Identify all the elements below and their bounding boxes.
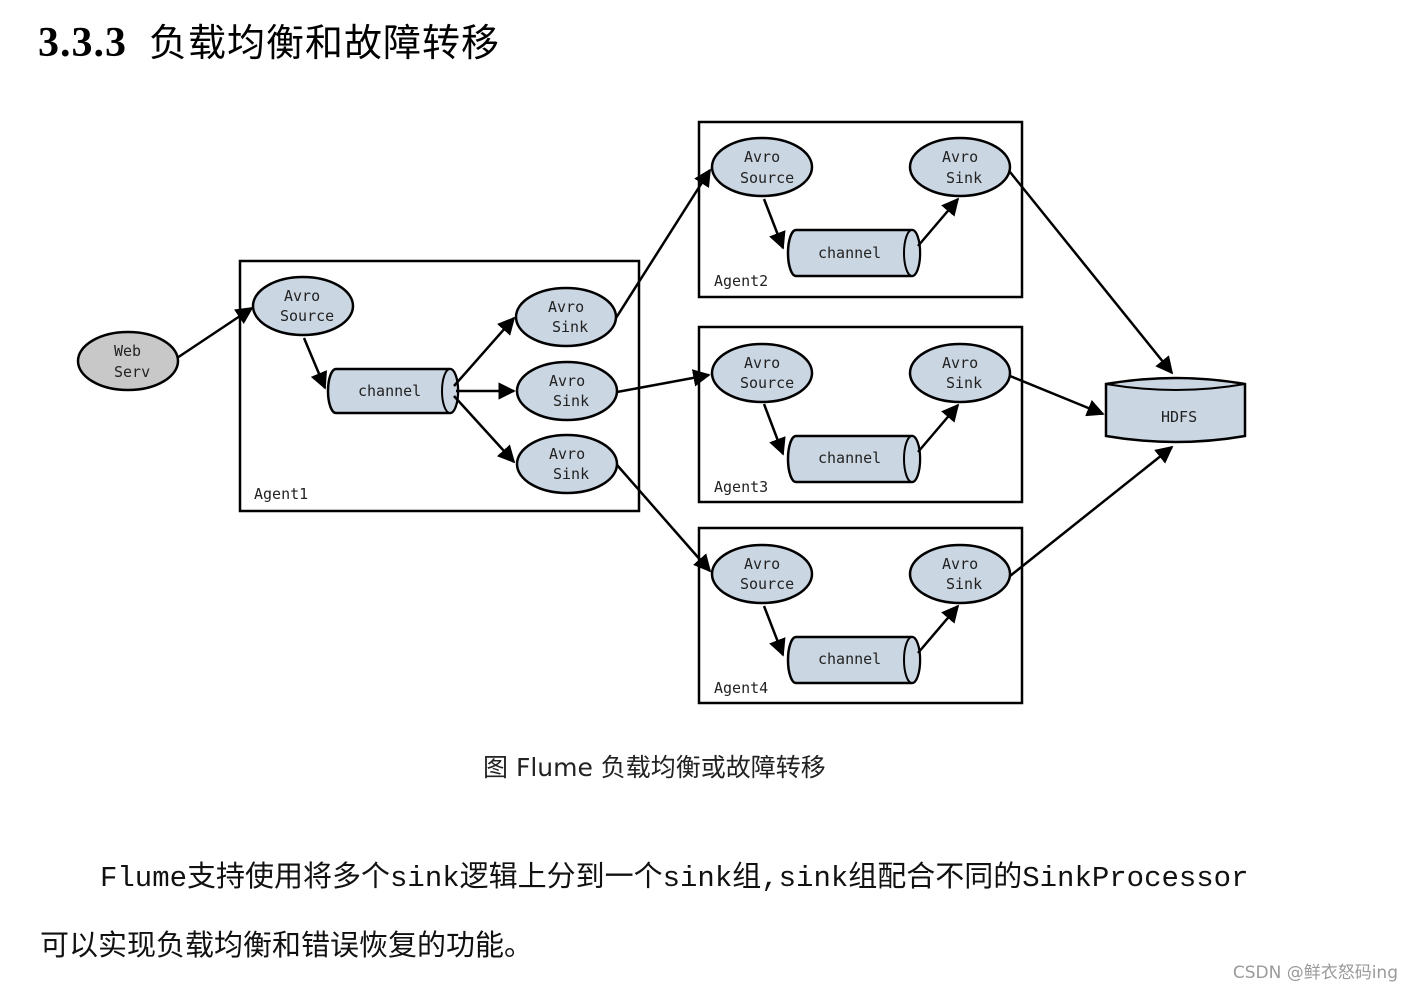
agent2-source-ellipse <box>710 136 814 198</box>
agent1-avro-sink-3: Avro Sink <box>515 433 619 495</box>
agent1-sink2-ellipse <box>515 360 619 422</box>
hdfs-cylinder <box>1104 376 1247 444</box>
agent3-source-line1: Avro <box>744 354 780 372</box>
agent1-channel-end <box>441 368 459 414</box>
agent1-sink3-ellipse <box>515 433 619 495</box>
arrow-sink2-to-agent3 <box>616 369 711 394</box>
agent3-sink-line2: Sink <box>946 374 982 392</box>
agent4-sink-line1: Avro <box>942 555 978 573</box>
agent2-sink-line2: Sink <box>946 169 982 187</box>
figure-caption: 图 Flume 负载均衡或故障转移 <box>483 753 826 782</box>
agent3-source-line2: Source <box>740 374 794 392</box>
web-server-ellipse <box>76 330 180 392</box>
agent4-box: Agent4 Avro Source channel Avro Sink <box>697 526 1024 705</box>
agent2-sink-ellipse <box>908 136 1012 198</box>
paragraph-line-1: Flume支持使用将多个sink逻辑上分到一个sink组,sink组配合不同的S… <box>100 862 1249 895</box>
agent3-border <box>697 325 1024 504</box>
agent4-source-line1: Avro <box>744 555 780 573</box>
arrow-agent3-source-to-channel <box>762 403 786 456</box>
arrow-agent1-channel-to-sink1 <box>453 316 516 387</box>
section-number: 3.3.3 <box>38 20 127 66</box>
web-server-line2: Serv <box>114 363 150 381</box>
agent1-border <box>238 259 641 513</box>
agent3-channel-label: channel <box>818 449 881 467</box>
section-title: 负载均衡和故障转移 <box>149 21 501 65</box>
hdfs-top-edge <box>1105 383 1246 391</box>
agent4-source-ellipse <box>710 543 814 605</box>
section-heading: 3.3.3 负载均衡和故障转移 <box>38 12 500 67</box>
arrow-agent4-source-to-channel <box>762 605 786 657</box>
agent2-channel-end <box>903 229 921 277</box>
arrow-agent2-source-to-channel <box>762 198 786 250</box>
agent1-avro-source: Avro Source <box>251 275 355 337</box>
agent2-box: Agent2 Avro Source channel Avro Sink <box>697 120 1024 299</box>
agent2-sink-line1: Avro <box>942 148 978 166</box>
hdfs-node: HDFS <box>1104 376 1247 444</box>
agent1-avro-sink-1: Avro Sink <box>514 286 618 348</box>
arrow-agent2-sink-to-hdfs <box>1009 171 1174 375</box>
agent3-sink-ellipse <box>908 342 1012 404</box>
web-server-line1: Web <box>114 342 141 360</box>
agent1-sink1-ellipse <box>514 286 618 348</box>
agent4-channel-end <box>903 636 921 684</box>
agent1-source-line1: Avro <box>284 287 320 305</box>
arrow-agent3-channel-to-sink <box>917 403 960 453</box>
agent1-box: Agent1 Avro Source channel Avro Sink Avr… <box>238 259 641 513</box>
arrow-sink1-to-agent2 <box>614 168 712 319</box>
agent2-label: Agent2 <box>714 272 768 290</box>
arrow-agent2-channel-to-sink <box>917 197 960 247</box>
agent1-sink1-line1: Avro <box>548 298 584 316</box>
agent1-sink3-line1: Avro <box>549 445 585 463</box>
agent1-source-ellipse <box>251 275 355 337</box>
agent2-source-line1: Avro <box>744 148 780 166</box>
paragraph-line-2: 可以实现负载均衡和错误恢复的功能。 <box>40 931 534 964</box>
agent3-source-ellipse <box>710 342 814 404</box>
agent1-sink2-line1: Avro <box>549 372 585 390</box>
hdfs-label: HDFS <box>1161 408 1197 426</box>
arrow-agent1-source-to-channel <box>302 337 327 390</box>
arrow-sink3-to-agent4 <box>616 464 712 573</box>
agent4-border <box>697 526 1024 705</box>
agent2-border <box>697 120 1024 299</box>
agent2-source-line2: Source <box>740 169 794 187</box>
arrow-agent4-channel-to-sink <box>917 604 960 654</box>
agent4-sink-line2: Sink <box>946 575 982 593</box>
agent3-channel-end <box>903 435 921 483</box>
agent1-avro-sink-2: Avro Sink <box>515 360 619 422</box>
agent3-box: Agent3 Avro Source channel Avro Sink <box>697 325 1024 504</box>
agent1-source-line2: Source <box>280 307 334 325</box>
agent3-label: Agent3 <box>714 478 768 496</box>
flow-arrows <box>176 168 1174 657</box>
agent1-sink1-line2: Sink <box>552 318 588 336</box>
agent3-sink-line1: Avro <box>942 354 978 372</box>
agent4-sink-ellipse <box>908 543 1012 605</box>
agent2-channel-label: channel <box>818 244 881 262</box>
csdn-watermark: CSDN @鲜衣怒码ing <box>1232 963 1398 983</box>
agent4-channel-label: channel <box>818 650 881 668</box>
agent4-label: Agent4 <box>714 679 768 697</box>
agent1-channel-label: channel <box>358 382 421 400</box>
agent1-sink3-line2: Sink <box>553 465 589 483</box>
arrow-agent1-channel-to-sink3 <box>453 395 516 464</box>
agent1-sink2-line2: Sink <box>553 392 589 410</box>
arrow-agent3-sink-to-hdfs <box>1009 374 1105 417</box>
web-server-node: Web Serv <box>76 330 180 392</box>
agent1-label: Agent1 <box>254 485 308 503</box>
arrow-web-to-agent1-source <box>176 306 254 360</box>
flume-load-balance-diagram: Web Serv Agent1 Avro Source channel Avro… <box>76 120 1247 705</box>
agent1-channel: channel <box>326 367 460 415</box>
agent4-source-line2: Source <box>740 575 794 593</box>
arrow-agent4-sink-to-hdfs <box>1009 445 1174 577</box>
